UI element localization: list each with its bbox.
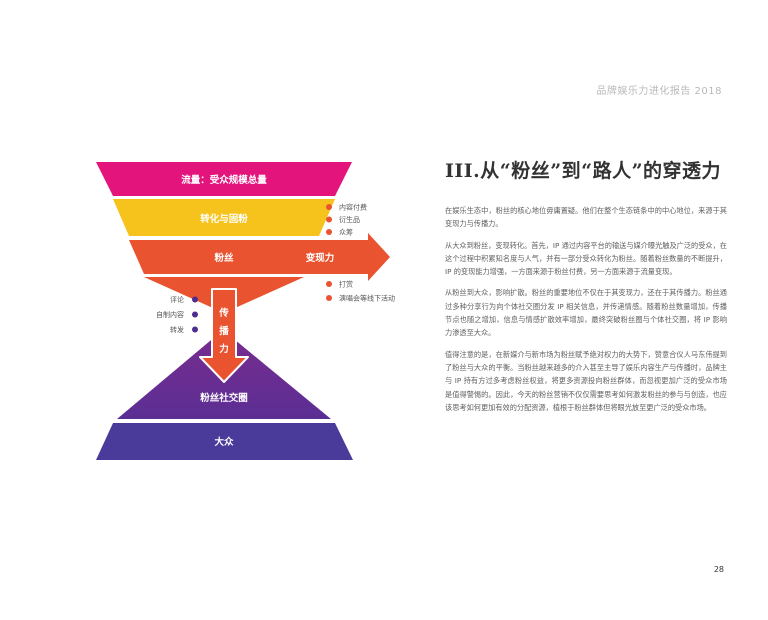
pyramid-layer-public (96, 423, 353, 460)
body-text: 在娱乐生态中，粉丝的核心地位毋庸置疑。他们在整个生态链条中的中心地位，来源于其变… (445, 204, 727, 422)
monetization-item: 演唱会等线下活动 (339, 294, 395, 303)
label-conversion: 转化与固粉 (200, 213, 248, 225)
report-header: 品牌娱乐力进化报告 2018 (596, 86, 722, 97)
funnel-layer-traffic (96, 162, 352, 196)
bullet-dot (326, 281, 332, 287)
monetization-item: 打赏 (339, 280, 353, 289)
bullet-dot (192, 296, 198, 303)
spread-item: 转发 (170, 325, 184, 334)
bullet-dot (326, 216, 332, 223)
paragraph: 从大众到粉丝，变现转化。首先，IP 通过内容平台的输送与媒介曝光触及广泛的受众，… (445, 240, 727, 277)
bullet-dot (326, 204, 332, 210)
monetization-item: 众筹 (339, 228, 353, 237)
label-public: 大众 (214, 436, 234, 448)
label-fans: 粉丝 (214, 252, 234, 264)
bullet-dot (192, 311, 198, 318)
paragraph: 从粉丝到大众，影响扩散。粉丝的重要地位不仅在于其变现力，还在于其传播力。粉丝通过… (445, 288, 727, 338)
monetization-item: 内容付费 (339, 203, 367, 212)
bullet-dot (326, 295, 332, 301)
monetization-arrow (250, 233, 390, 281)
spread-item: 自制内容 (156, 310, 184, 319)
spread-item: 评论 (170, 295, 184, 304)
label-social: 粉丝社交圈 (200, 392, 248, 404)
section-title: III.从“粉丝”到“路人”的穿透力 (445, 160, 721, 182)
monetization-item: 衍生品 (339, 215, 360, 224)
label-traffic: 流量：受众规模总量 (181, 174, 267, 186)
paragraph: 值得注意的是，在新媒介与新市场为粉丝赋予绝对权力的大势下，赞意合仪人马东伟提到了… (445, 349, 727, 412)
label-monetization: 变现力 (306, 252, 335, 264)
page-number: 28 (713, 565, 724, 574)
label-spread-3: 力 (219, 343, 229, 355)
spread-arrow (199, 288, 249, 383)
funnel-layer-conversion (113, 199, 335, 236)
fan-funnel-diagram: 流量：受众规模总量 转化与固粉 粉丝 变现力 传 播 力 粉丝社交圈 大众 内容… (96, 162, 395, 460)
bullet-dot (326, 229, 332, 235)
label-spread-2: 播 (219, 325, 229, 337)
bullet-dot (192, 326, 198, 333)
label-spread-1: 传 (218, 307, 229, 319)
paragraph: 在娱乐生态中，粉丝的核心地位毋庸置疑。他们在整个生态链条中的中心地位，来源于其变… (445, 206, 727, 229)
